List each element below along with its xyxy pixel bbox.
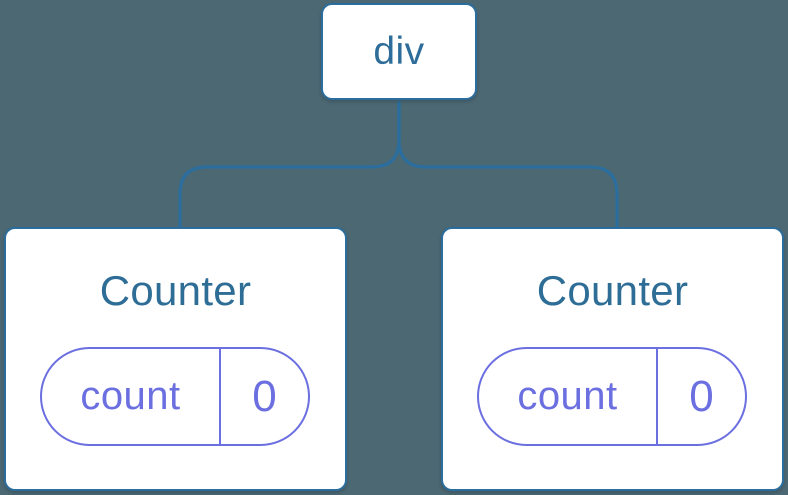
root-node: div [321,3,477,100]
counter-card-left: Counter count 0 [4,227,347,491]
component-title: Counter [536,267,689,314]
state-name: count [517,374,618,418]
state-name: count [80,374,181,418]
state-value: 0 [252,371,277,421]
state-value-cell: 0 [221,349,308,444]
counter-card-right: Counter count 0 [441,227,784,491]
root-node-label: div [373,29,425,73]
state-name-cell: count [479,349,656,444]
state-pill: count 0 [477,347,747,446]
connector-right-branch [397,101,619,228]
state-value: 0 [689,371,714,421]
pill-divider [219,349,221,444]
state-name-cell: count [42,349,219,444]
connector-left-branch [178,101,401,228]
pill-divider [656,349,658,444]
state-pill: count 0 [40,347,310,446]
component-title: Counter [99,267,252,314]
state-value-cell: 0 [658,349,745,444]
